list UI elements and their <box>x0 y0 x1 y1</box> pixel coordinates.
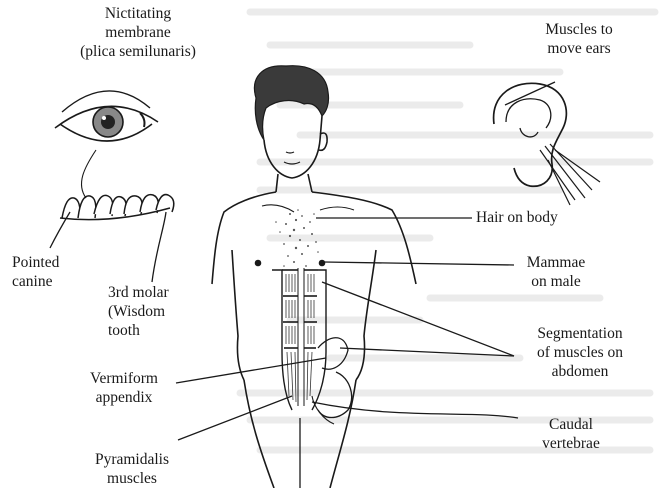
label-line: 3rd molar <box>108 283 169 302</box>
label-mammae: Mammae on male <box>512 253 600 291</box>
eye-icon <box>55 91 158 141</box>
label-line: (Wisdom <box>108 302 169 321</box>
label-hair-on-body: Hair on body <box>476 208 558 227</box>
label-line: of muscles on <box>510 343 650 362</box>
label-line: Pyramidalis <box>72 450 192 469</box>
label-line: Muscles to <box>524 20 634 39</box>
label-3rd-molar: 3rd molar (Wisdom tooth <box>108 283 169 340</box>
label-line: appendix <box>68 388 180 407</box>
label-line: vertebrae <box>516 434 626 453</box>
label-line: muscles <box>72 469 192 488</box>
label-line: tooth <box>108 321 169 340</box>
label-line: move ears <box>524 39 634 58</box>
label-line: Vermiform <box>68 369 180 388</box>
label-ear-muscles: Muscles to move ears <box>524 20 634 58</box>
label-line: Caudal <box>516 415 626 434</box>
label-line: Segmentation <box>510 324 650 343</box>
label-line: (plica semilunaris) <box>44 42 232 61</box>
label-line: canine <box>12 272 59 291</box>
label-vermiform-appendix: Vermiform appendix <box>68 369 180 407</box>
label-line: abdomen <box>510 362 650 381</box>
label-line: Pointed <box>12 253 59 272</box>
ear-icon <box>494 83 600 205</box>
label-line: Nictitating <box>44 4 232 23</box>
label-nictitating-membrane: Nictitating membrane (plica semilunaris) <box>44 4 232 61</box>
label-line: membrane <box>44 23 232 42</box>
label-line: Hair on body <box>476 208 558 227</box>
teeth-icon <box>60 195 174 220</box>
label-line: on male <box>512 272 600 291</box>
label-pointed-canine: Pointed canine <box>12 253 59 291</box>
human-torso-icon <box>212 66 416 488</box>
label-caudal-vertebrae: Caudal vertebrae <box>516 415 626 453</box>
label-pyramidalis-muscles: Pyramidalis muscles <box>72 450 192 488</box>
label-segmentation: Segmentation of muscles on abdomen <box>510 324 650 381</box>
label-line: Mammae <box>512 253 600 272</box>
